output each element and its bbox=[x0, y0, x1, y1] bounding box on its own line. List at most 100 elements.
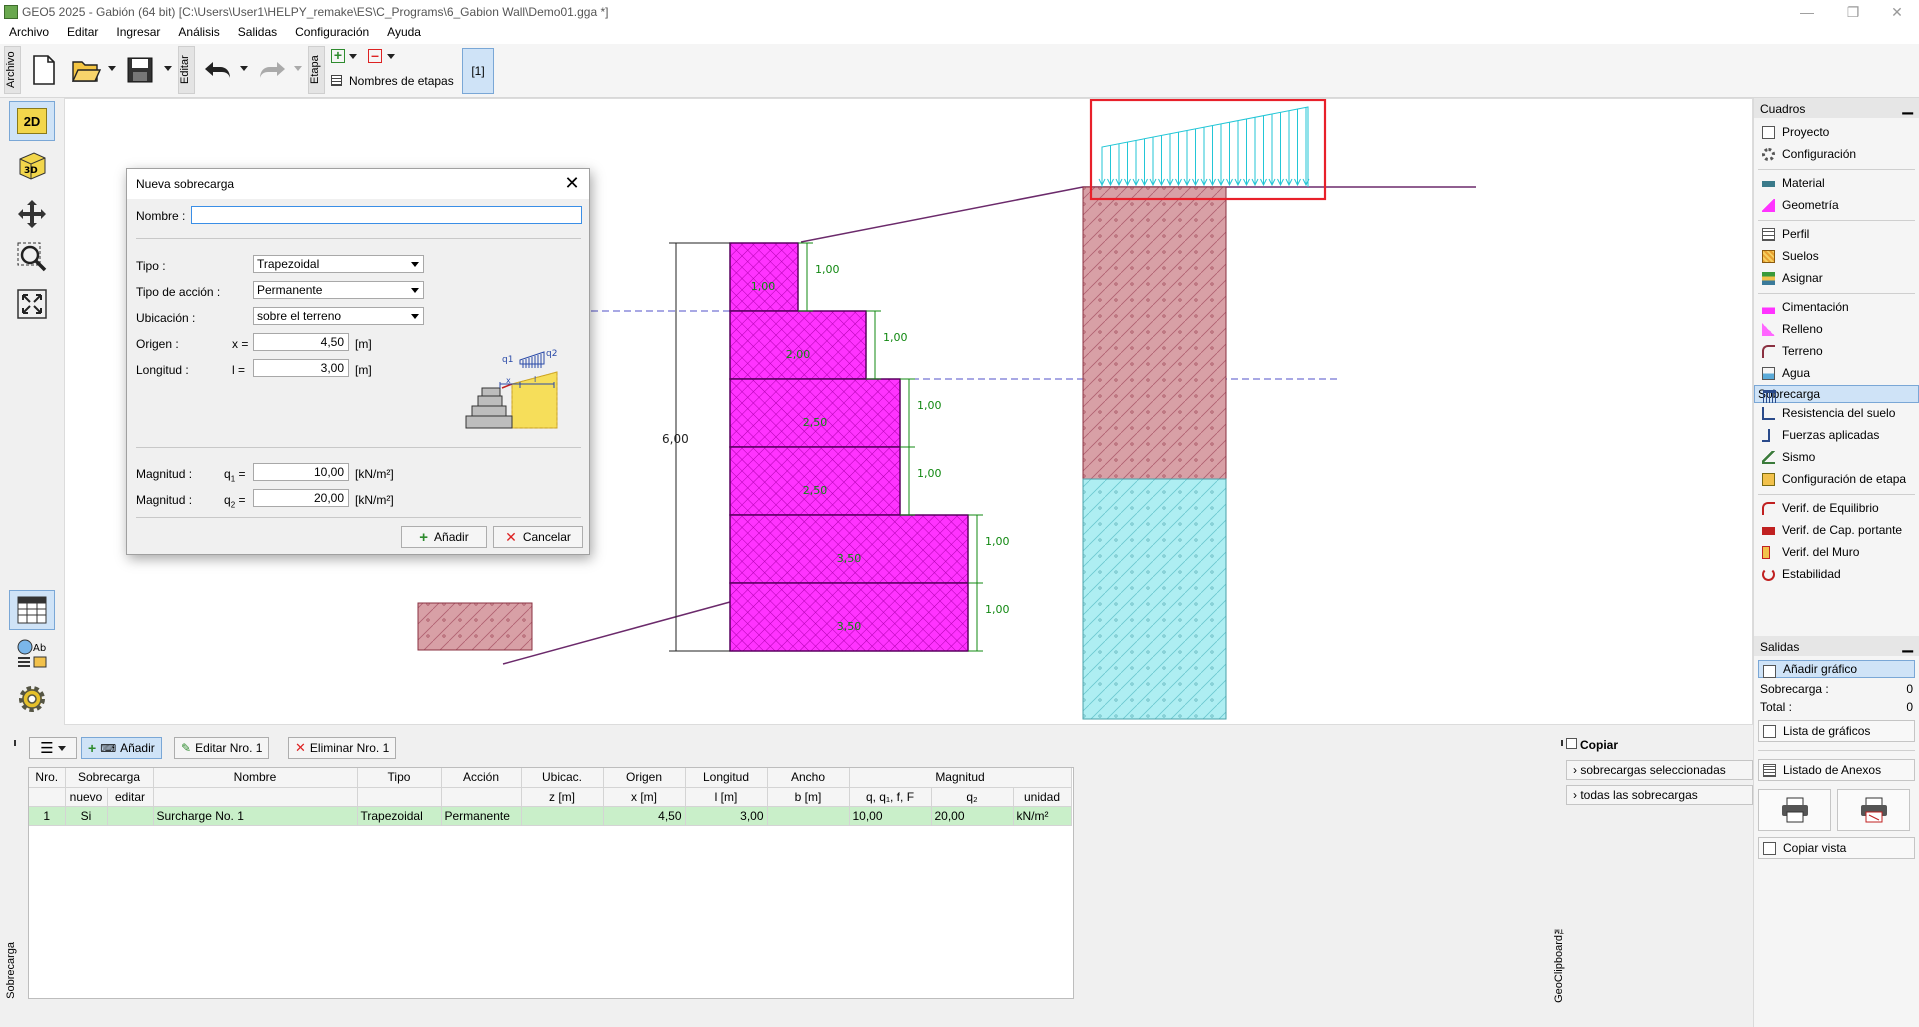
table-view-button[interactable] bbox=[9, 590, 55, 630]
frame-estabilidad[interactable]: Estabilidad bbox=[1754, 564, 1919, 586]
material-icon bbox=[1762, 181, 1775, 187]
frame-terreno[interactable]: Terreno bbox=[1754, 341, 1919, 363]
add-stage-dropdown-icon[interactable] bbox=[349, 54, 357, 59]
menu-analisis[interactable]: Análisis bbox=[178, 25, 220, 39]
frame-verif-equilibrio[interactable]: Verif. de Equilibrio bbox=[1754, 498, 1919, 520]
add-stage-icon[interactable]: + bbox=[331, 48, 345, 63]
frame-sismo[interactable]: Sismo bbox=[1754, 447, 1919, 469]
menu-archivo[interactable]: Archivo bbox=[9, 25, 50, 39]
styles-button[interactable]: Ab bbox=[9, 634, 55, 674]
geoclipboard-side-tab[interactable]: GeoClipboard™ bbox=[1552, 735, 1566, 1003]
frame-sobrecarga[interactable]: Sobrecarga bbox=[1754, 385, 1919, 403]
stage-names-button[interactable]: Nombres de etapas bbox=[349, 74, 454, 88]
frame-geometria[interactable]: Geometría bbox=[1754, 195, 1919, 217]
undo-dropdown-icon[interactable] bbox=[240, 66, 248, 71]
frame-fuerzas-aplicadas[interactable]: Fuerzas aplicadas bbox=[1754, 425, 1919, 447]
view-2d-button[interactable]: 2D bbox=[9, 101, 55, 141]
frame-perfil[interactable]: Perfil bbox=[1754, 224, 1919, 246]
frame-cimentacion[interactable]: Cimentación bbox=[1754, 297, 1919, 319]
geoclipboard-label: GeoClipboard™ bbox=[1553, 923, 1565, 1003]
frame-material[interactable]: Material bbox=[1754, 173, 1919, 195]
print-button[interactable] bbox=[1758, 789, 1831, 831]
zoom-extents-button[interactable] bbox=[9, 284, 55, 324]
frame-agua[interactable]: Agua bbox=[1754, 363, 1919, 385]
etapa-tab[interactable]: Etapa bbox=[308, 46, 325, 94]
list-annexes-button[interactable]: Listado de Anexos bbox=[1758, 759, 1915, 781]
save-dropdown-icon[interactable] bbox=[164, 66, 172, 71]
frame-suelos[interactable]: Suelos bbox=[1754, 246, 1919, 268]
sobrecarga-count-label: Sobrecarga : bbox=[1760, 682, 1829, 696]
copy-view-button[interactable]: Copiar vista bbox=[1758, 837, 1915, 859]
menu-editar[interactable]: Editar bbox=[67, 25, 99, 39]
pan-button[interactable] bbox=[9, 194, 55, 234]
document-icon bbox=[1762, 126, 1775, 139]
list-mode-button[interactable]: ☰ bbox=[29, 737, 77, 759]
menu-ingresar[interactable]: Ingresar bbox=[116, 25, 161, 39]
magnitude2-input[interactable] bbox=[253, 489, 349, 507]
view-3d-button[interactable]: 3D bbox=[9, 145, 55, 185]
name-input[interactable] bbox=[191, 206, 582, 224]
list-icon bbox=[1763, 725, 1776, 738]
open-file-button[interactable] bbox=[68, 50, 104, 90]
minimize-button[interactable]: — bbox=[1800, 4, 1814, 20]
frame-configuracion[interactable]: Configuración bbox=[1754, 144, 1919, 166]
frame-proyecto[interactable]: Proyecto bbox=[1754, 122, 1919, 144]
length-input[interactable] bbox=[253, 359, 349, 377]
origin-input[interactable] bbox=[253, 333, 349, 351]
redo-button[interactable] bbox=[254, 50, 290, 90]
action-select[interactable]: Permanente bbox=[253, 281, 424, 299]
edit-surcharge-button[interactable]: ✎Editar Nro. 1 bbox=[174, 737, 270, 759]
archivo-tab[interactable]: Archivo bbox=[4, 46, 21, 94]
type-select[interactable]: Trapezoidal bbox=[253, 255, 424, 273]
magnitude1-input[interactable] bbox=[253, 463, 349, 481]
col-subheader: b [m] bbox=[767, 787, 850, 807]
frame-asignar[interactable]: Asignar bbox=[1754, 268, 1919, 290]
frame-resistencia-suelo[interactable]: Resistencia del suelo bbox=[1754, 403, 1919, 425]
cancel-button[interactable]: ✕Cancelar bbox=[493, 526, 583, 548]
frame-label: Fuerzas aplicadas bbox=[1782, 428, 1880, 442]
frame-relleno[interactable]: Relleno bbox=[1754, 319, 1919, 341]
editar-tab[interactable]: Editar bbox=[178, 46, 195, 94]
frame-verif-muro[interactable]: Verif. del Muro bbox=[1754, 542, 1919, 564]
dialog-close-button[interactable]: ✕ bbox=[564, 173, 580, 193]
frame-config-etapa[interactable]: Configuración de etapa bbox=[1754, 469, 1919, 491]
menu-configuracion[interactable]: Configuración bbox=[295, 25, 370, 39]
equilibrium-icon bbox=[1762, 502, 1775, 515]
dim-label-5: 1,00 bbox=[883, 331, 908, 344]
menu-ayuda[interactable]: Ayuda bbox=[387, 25, 421, 39]
collapse-icon[interactable]: ▁ bbox=[1902, 98, 1913, 114]
col-subheader: q, q₁, f, F bbox=[849, 787, 932, 807]
add-surcharge-button[interactable]: +⌨Añadir bbox=[81, 737, 162, 759]
table-row[interactable]: 1 Si Surcharge No. 1 Trapezoidal Permane… bbox=[29, 806, 1072, 826]
location-select[interactable]: sobre el terreno bbox=[253, 307, 424, 325]
maximize-button[interactable]: ❐ bbox=[1846, 4, 1860, 20]
collapse-icon[interactable]: ▁ bbox=[1902, 636, 1913, 652]
surcharge-graphic bbox=[1098, 106, 1310, 187]
panel-pin-icon[interactable] bbox=[14, 740, 16, 746]
copy-all-button[interactable]: › todas las sobrecargas bbox=[1566, 785, 1753, 805]
print-pdf-button[interactable] bbox=[1837, 789, 1910, 831]
add-button[interactable]: +Añadir bbox=[401, 526, 487, 548]
stage-1-button[interactable]: [1] bbox=[462, 48, 494, 94]
width-label-2: 3,50 bbox=[837, 552, 862, 565]
add-graphic-button[interactable]: Añadir gráfico bbox=[1758, 660, 1915, 678]
menu-salidas[interactable]: Salidas bbox=[237, 25, 278, 39]
list-graphics-button[interactable]: Lista de gráficos bbox=[1758, 720, 1915, 742]
undo-button[interactable] bbox=[200, 50, 236, 90]
q1-subscript: 1 bbox=[230, 474, 236, 484]
open-dropdown-icon[interactable] bbox=[108, 66, 116, 71]
frame-verif-cap-portante[interactable]: Verif. de Cap. portante bbox=[1754, 520, 1919, 542]
redo-dropdown-icon[interactable] bbox=[294, 66, 302, 71]
new-file-button[interactable] bbox=[26, 50, 62, 90]
gabion-block-4 bbox=[729, 378, 901, 448]
remove-stage-icon[interactable]: – bbox=[368, 48, 382, 63]
delete-surcharge-button[interactable]: ✕Eliminar Nro. 1 bbox=[288, 737, 397, 759]
panel-pin-icon[interactable] bbox=[1561, 740, 1563, 746]
settings-button[interactable] bbox=[9, 679, 55, 719]
remove-stage-dropdown-icon[interactable] bbox=[387, 54, 395, 59]
save-file-button[interactable] bbox=[122, 50, 158, 90]
copy-selected-button[interactable]: › sobrecargas seleccionadas bbox=[1566, 760, 1753, 780]
zoom-button[interactable] bbox=[9, 237, 55, 277]
close-button[interactable]: ✕ bbox=[1891, 4, 1903, 20]
copy-icon bbox=[1566, 738, 1577, 749]
